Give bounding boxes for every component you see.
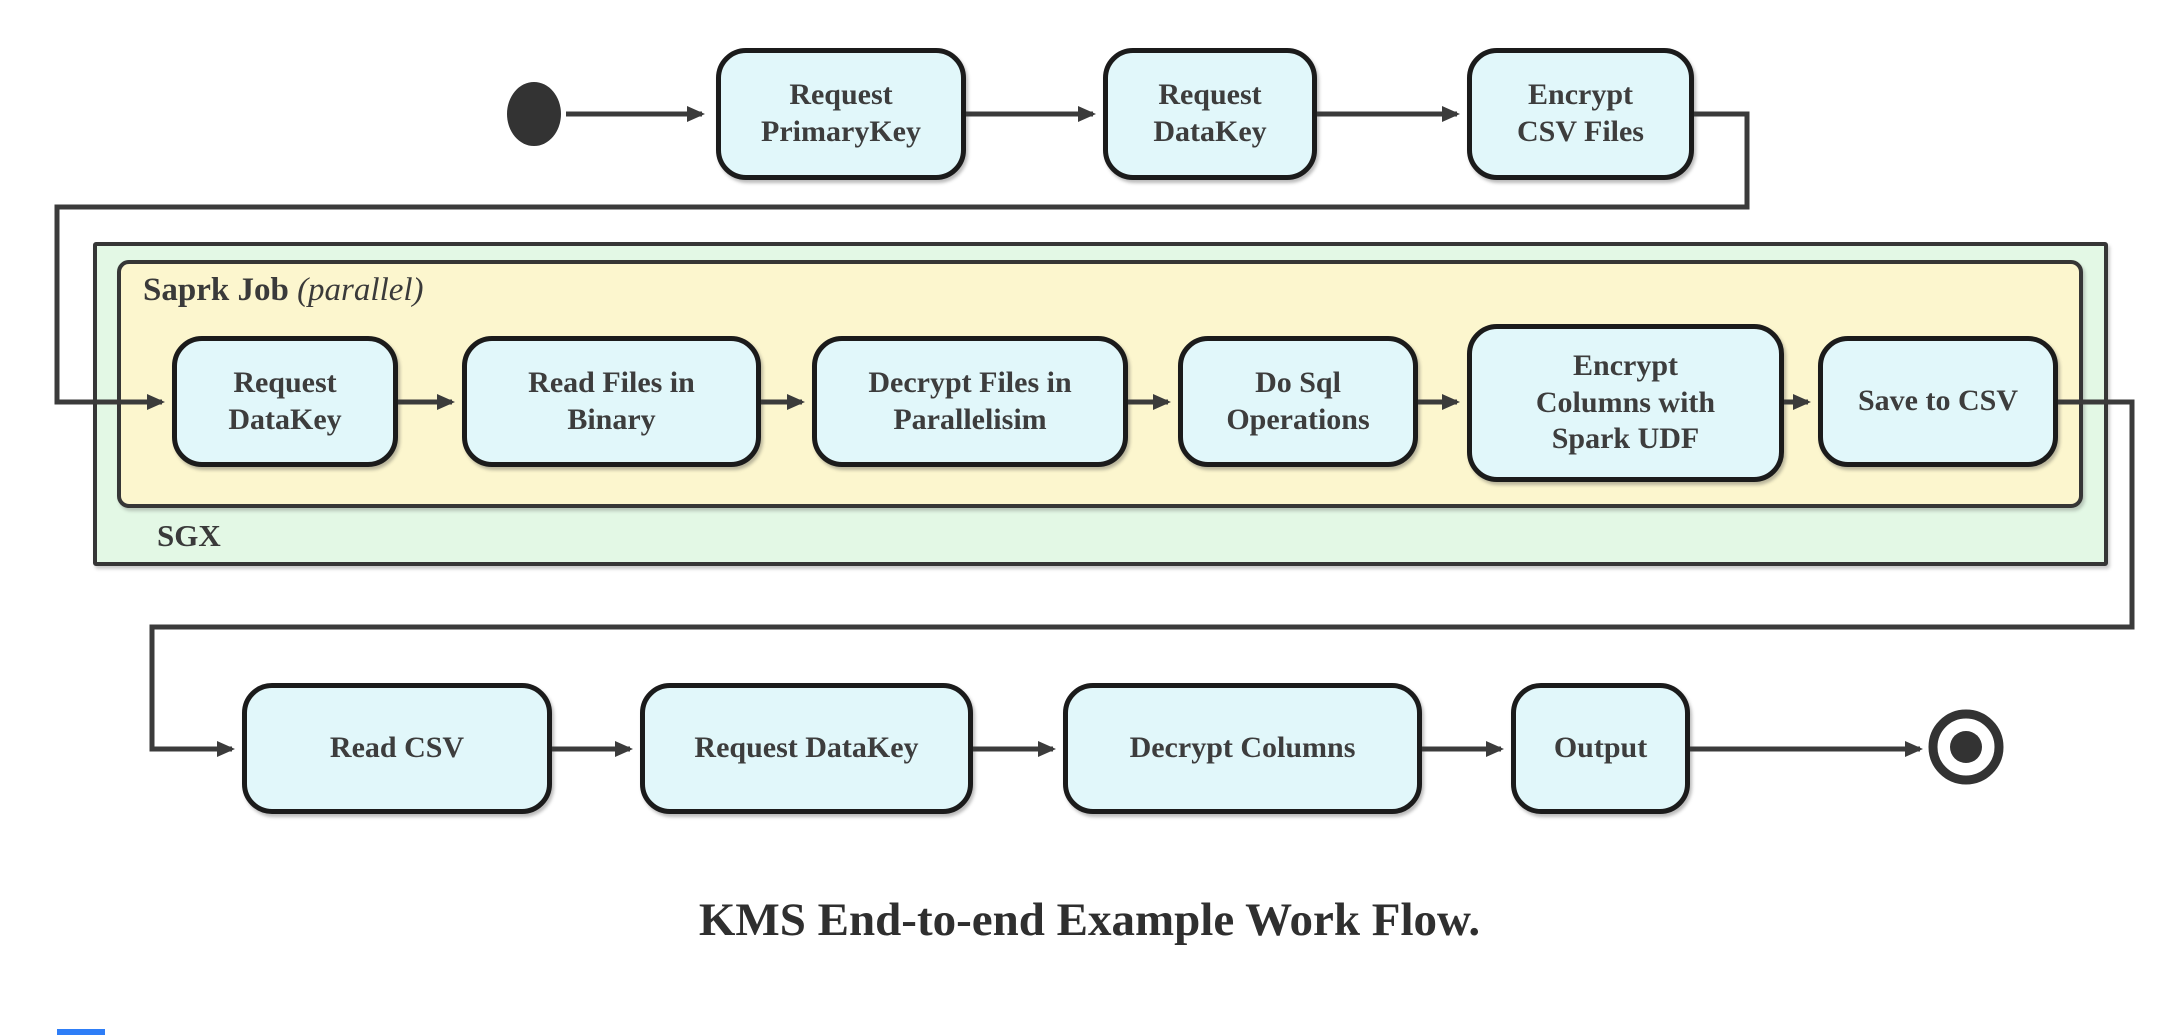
end-node-core (1950, 731, 1982, 763)
stray-blue-mark (57, 1029, 105, 1035)
node-request-primarykey: Request PrimaryKey (716, 48, 966, 180)
sgx-label: SGX (157, 518, 221, 553)
diagram-title: KMS End-to-end Example Work Flow. (698, 894, 1481, 946)
node-read-files-in-binary: Read Files in Binary (462, 336, 761, 467)
spark-job-label: Saprk Job (parallel) (143, 272, 424, 309)
node-save-to-csv: Save to CSV (1818, 336, 2058, 467)
node-output: Output (1511, 683, 1690, 814)
start-node (507, 82, 561, 146)
node-request-datakey-sgx: Request DataKey (172, 336, 398, 467)
node-request-datakey-bottom: Request DataKey (640, 683, 973, 814)
node-encrypt-csv-files: Encrypt CSV Files (1467, 48, 1694, 180)
edge-save-csv-to-read-csv (149, 399, 2135, 757)
node-request-datakey-top: Request DataKey (1103, 48, 1317, 180)
node-encrypt-columns-with-spark-udf: Encrypt Columns with Spark UDF (1467, 324, 1784, 482)
spark-job-label-parallel: (parallel) (297, 272, 424, 308)
edge-encrypt-csv-to-sgx-request-datakey (54, 111, 1750, 410)
node-decrypt-files-in-parallelisim: Decrypt Files in Parallelisim (812, 336, 1128, 467)
node-do-sql-operations: Do Sql Operations (1178, 336, 1418, 467)
spark-job-label-bold: Saprk Job (143, 272, 289, 308)
node-decrypt-columns: Decrypt Columns (1063, 683, 1422, 814)
node-read-csv: Read CSV (242, 683, 552, 814)
